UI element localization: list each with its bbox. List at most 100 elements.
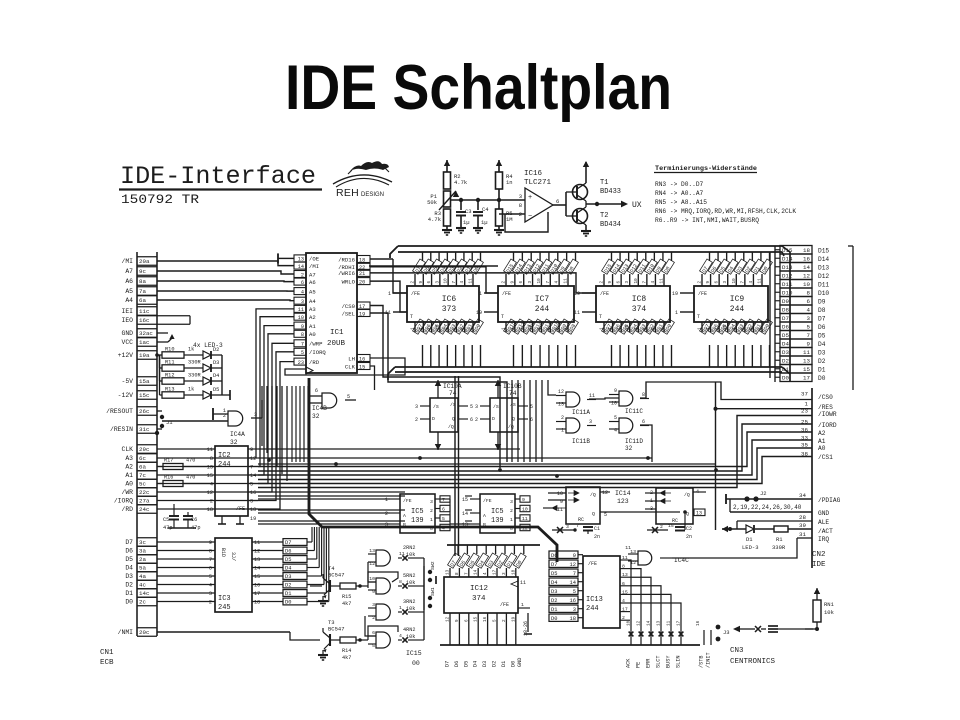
svg-text:10: 10: [435, 324, 440, 330]
svg-text:IC4C: IC4C: [674, 557, 689, 564]
svg-text:10: 10: [625, 324, 630, 330]
svg-text:R12: R12: [165, 373, 175, 379]
svg-text:IC12: IC12: [470, 585, 488, 593]
svg-text:T4: T4: [328, 565, 335, 572]
svg-text:D2: D2: [456, 266, 464, 274]
svg-text:6: 6: [464, 619, 469, 622]
svg-text:2: 2: [600, 281, 605, 284]
svg-text:/Q: /Q: [508, 424, 514, 430]
svg-text:7: 7: [740, 281, 745, 284]
svg-text:25: 25: [801, 419, 808, 426]
svg-text:D15: D15: [603, 263, 613, 274]
svg-text:1: 1: [698, 327, 703, 330]
svg-text:12: 12: [570, 562, 576, 568]
svg-text:4: 4: [622, 598, 625, 604]
svg-text:D13: D13: [620, 263, 630, 274]
svg-text:/S: /S: [510, 402, 516, 408]
svg-text:D0: D0: [818, 375, 826, 382]
svg-text:74: 74: [509, 390, 517, 397]
svg-text:BD2: BD2: [744, 323, 754, 334]
svg-text:A: A: [483, 513, 486, 519]
svg-text:BD8: BD8: [567, 323, 577, 334]
svg-text:19: 19: [359, 311, 365, 317]
svg-text:16: 16: [570, 598, 576, 604]
svg-text:D3: D3: [447, 266, 455, 274]
svg-text:6: 6: [442, 507, 445, 513]
svg-text:7: 7: [250, 465, 253, 471]
svg-text:2: 2: [385, 511, 388, 517]
svg-text:D13: D13: [782, 264, 793, 271]
svg-text:5: 5: [301, 350, 304, 356]
svg-text:7: 7: [209, 557, 212, 563]
svg-text:−: −: [528, 213, 532, 221]
svg-text:-5V: -5V: [121, 378, 133, 385]
svg-text:3: 3: [372, 602, 375, 608]
svg-text:BD6: BD6: [612, 323, 622, 334]
svg-text:A0: A0: [309, 331, 316, 338]
svg-text:/RESOUT: /RESOUT: [106, 408, 133, 415]
svg-text:13: 13: [254, 557, 260, 563]
svg-text:DESIGN: DESIGN: [361, 192, 384, 198]
svg-text:2: 2: [561, 415, 564, 421]
svg-text:R6..R9 -> INT,NMI,WAIT,BUSRQ: R6..R9 -> INT,NMI,WAIT,BUSRQ: [655, 217, 759, 224]
svg-text:IC10A: IC10A: [443, 383, 462, 390]
svg-text:8: 8: [622, 564, 625, 570]
svg-text:4: 4: [210, 482, 213, 488]
svg-text:D1: D1: [753, 266, 761, 274]
svg-text:Q: Q: [452, 416, 455, 422]
svg-text:2: 2: [475, 417, 478, 423]
svg-text:14: 14: [298, 264, 304, 270]
svg-text:D6: D6: [818, 324, 826, 331]
svg-text:17: 17: [359, 304, 365, 310]
svg-text:D0: D0: [515, 560, 523, 568]
svg-text:29c: 29c: [139, 446, 150, 453]
svg-text:BD5: BD5: [718, 323, 728, 334]
svg-text:D0: D0: [472, 266, 480, 274]
svg-text:6: 6: [209, 566, 212, 572]
svg-text:D4: D4: [551, 580, 557, 586]
svg-text:16: 16: [696, 620, 701, 626]
svg-text:14: 14: [474, 569, 479, 575]
svg-text:ACK: ACK: [626, 658, 632, 668]
svg-text:BD9: BD9: [558, 323, 568, 334]
svg-text:12: 12: [254, 549, 260, 555]
svg-text:9: 9: [560, 499, 563, 505]
svg-text:139: 139: [491, 517, 504, 525]
svg-text:11: 11: [803, 349, 810, 356]
svg-text:10: 10: [627, 620, 632, 626]
svg-text:17: 17: [677, 620, 682, 626]
svg-text:T: T: [410, 314, 413, 320]
svg-text:A3: A3: [125, 455, 133, 462]
svg-text:D14: D14: [782, 256, 793, 263]
svg-text:244: 244: [218, 461, 231, 469]
svg-text:3: 3: [537, 327, 542, 330]
svg-text:R14: R14: [342, 648, 351, 654]
svg-text:/FE: /FE: [588, 561, 597, 567]
svg-text:A2: A2: [125, 464, 133, 471]
svg-text:4: 4: [510, 327, 515, 330]
svg-text:11: 11: [399, 551, 405, 557]
svg-text:16: 16: [250, 490, 256, 496]
svg-text:374: 374: [632, 305, 647, 314]
svg-text:11: 11: [520, 580, 526, 586]
svg-text:6: 6: [315, 388, 318, 394]
svg-text:4: 4: [419, 327, 424, 330]
svg-text:D: D: [492, 416, 495, 422]
svg-text:BD4: BD4: [629, 323, 639, 334]
svg-text:9: 9: [419, 281, 424, 284]
svg-text:D2: D2: [492, 661, 498, 667]
svg-text:BD7: BD7: [603, 323, 613, 334]
svg-text:D1: D1: [506, 560, 514, 568]
svg-text:13: 13: [657, 620, 662, 626]
svg-text:BD0: BD0: [663, 323, 673, 334]
svg-text:SW2: SW2: [430, 561, 436, 570]
svg-text:10: 10: [803, 281, 810, 288]
svg-text:D3: D3: [125, 573, 133, 580]
svg-text:3: 3: [519, 193, 522, 200]
svg-text:RC: RC: [578, 517, 584, 523]
svg-text:139: 139: [411, 517, 424, 525]
svg-text:3: 3: [625, 281, 630, 284]
svg-text:BD5: BD5: [620, 323, 630, 334]
svg-text:10: 10: [723, 324, 728, 330]
svg-text:23: 23: [801, 408, 808, 415]
